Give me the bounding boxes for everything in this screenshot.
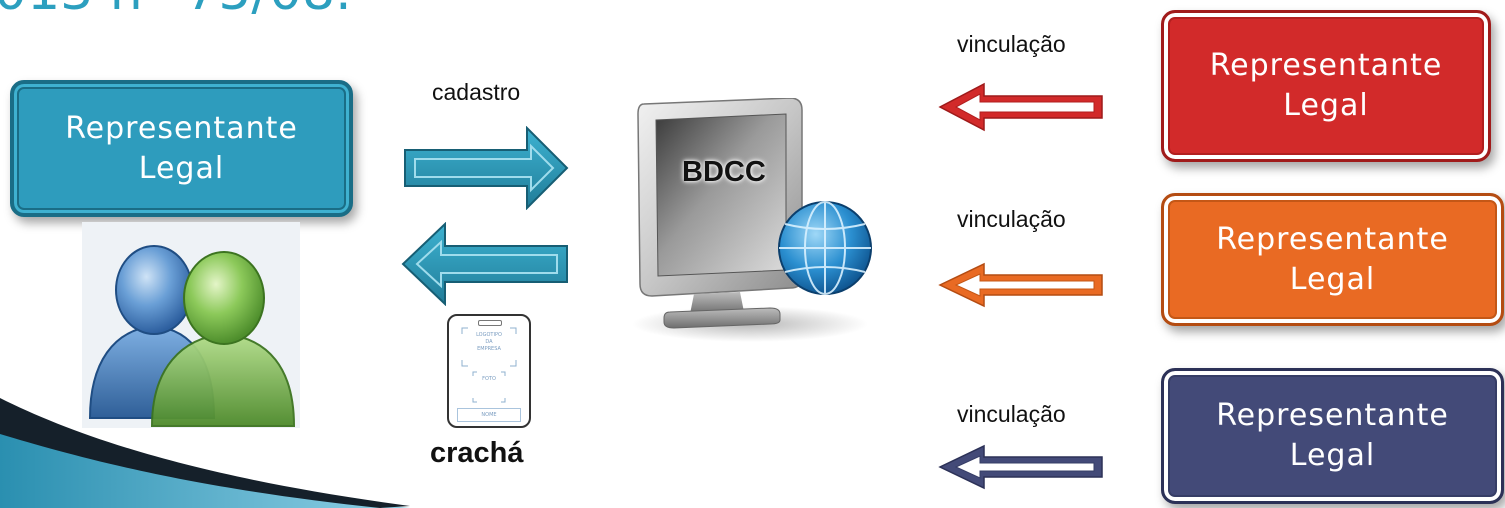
badge-slot <box>478 320 502 326</box>
badge-card: LOGOTIPO DA EMPRESA FOTO NOME <box>447 314 531 428</box>
vinculacao-arrow-orange <box>938 262 1103 308</box>
vinculacao-arrow-red <box>938 82 1103 132</box>
vinculacao-label-navy: vinculação <box>957 401 1066 427</box>
bdcc-label: BDCC <box>682 156 766 188</box>
box-label-line2: Legal <box>1289 438 1376 473</box>
cadastro-arrow-right <box>404 126 569 210</box>
decorative-swoosh <box>0 398 410 508</box>
monitor-icon <box>632 98 872 342</box>
slide-title-fragment: 013 n° 75/08. <box>0 0 352 22</box>
box-label-line1: Representante <box>65 110 298 146</box>
box-label-line1: Representante <box>1216 221 1449 257</box>
vinculacao-arrow-navy <box>938 444 1103 490</box>
representante-legal-main-box: Representante Legal <box>10 80 353 217</box>
badge-logo-text: LOGOTIPO DA EMPRESA <box>476 332 502 352</box>
box-label-line2: Legal <box>138 150 225 186</box>
badge-frame-marks <box>461 327 517 403</box>
box-label-line2: Legal <box>1283 88 1369 123</box>
vinculacao-label-red: vinculação <box>957 31 1066 57</box>
cracha-label: crachá <box>430 437 524 469</box>
badge-photo-text: FOTO <box>482 376 496 382</box>
box-label-line1: Representante <box>1209 48 1443 83</box>
cadastro-label: cadastro <box>432 79 521 105</box>
users-icon <box>82 222 300 428</box>
box-label-line2: Legal <box>1289 261 1376 297</box>
representante-legal-navy-box: Representante Legal <box>1161 368 1504 504</box>
vinculacao-label-orange: vinculação <box>957 206 1066 232</box>
return-arrow-left <box>401 222 568 306</box>
representante-legal-orange-box: Representante Legal <box>1161 193 1504 326</box>
representante-legal-red-box: Representante Legal <box>1161 10 1491 162</box>
badge-name-field: NOME <box>457 408 521 422</box>
box-label-line1: Representante <box>1216 398 1449 433</box>
